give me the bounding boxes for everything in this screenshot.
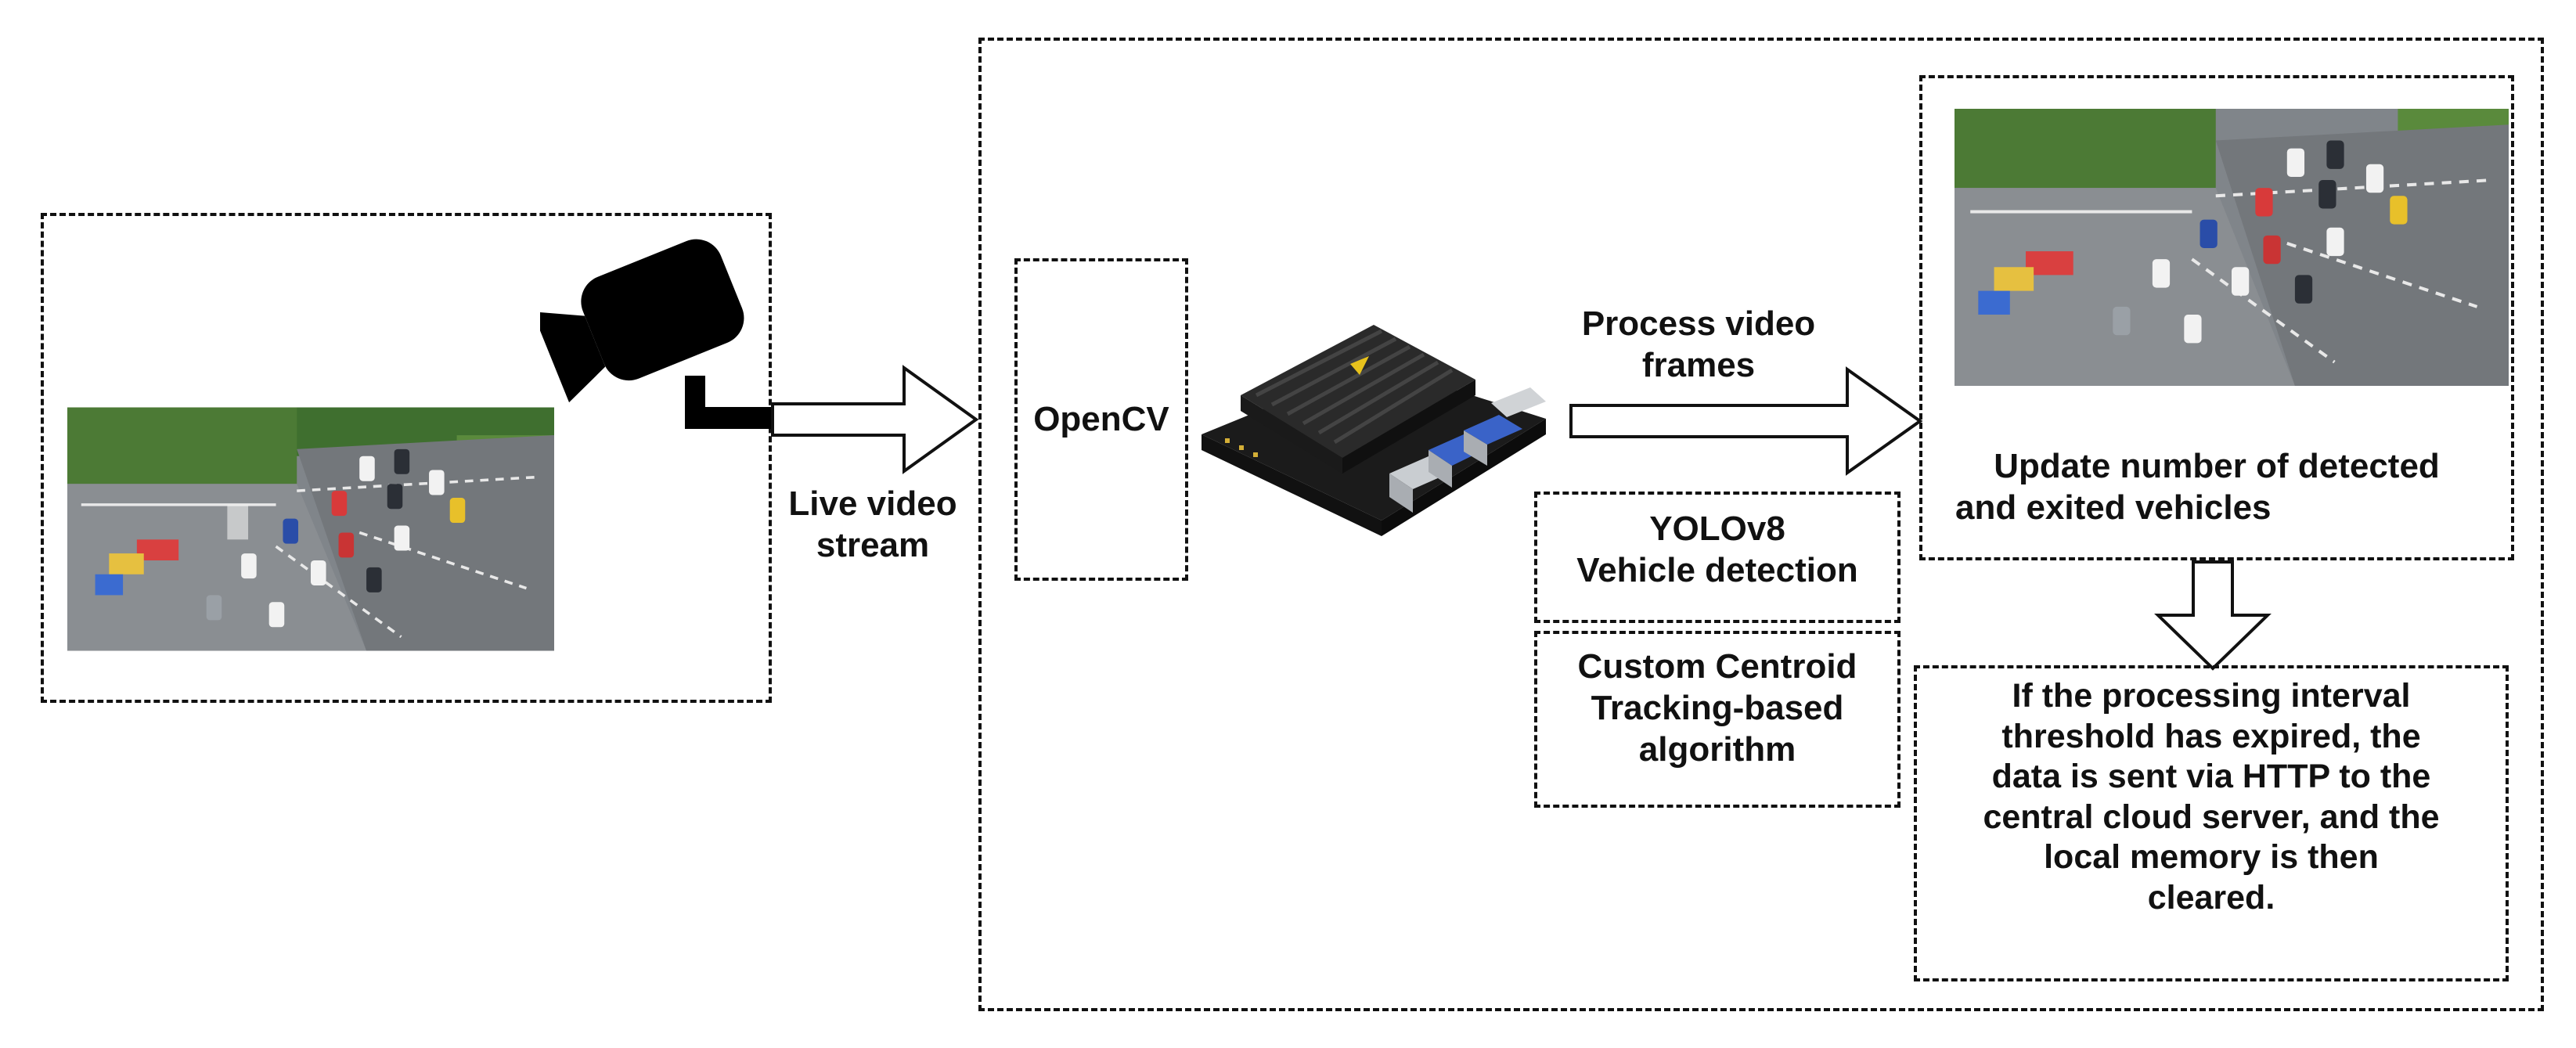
http-line6-text: cleared.: [2147, 878, 2275, 917]
yolov8-box: [1534, 492, 1900, 623]
custom-line3-text: algorithm: [1638, 729, 1796, 769]
custom-line1-text: Custom Centroid: [1577, 647, 1857, 686]
arrow-down: [2154, 560, 2272, 671]
update-count-label: Update number of detected and exited veh…: [1919, 446, 2514, 529]
traffic-intersection-image-right: [1955, 109, 2509, 386]
http-line3-text: data is sent via HTTP to the: [1991, 758, 2431, 796]
process-line2-text: frames: [1641, 345, 1756, 384]
live-video-text: Live video: [788, 484, 957, 523]
http-line4-text: central cloud server, and the: [1983, 798, 2440, 836]
live-video-stream-label: Live video stream: [763, 484, 982, 567]
update-line1-text: Update number of detected: [1994, 447, 2440, 485]
custom-line2-text: Tracking-based: [1591, 688, 1844, 727]
yolov8-label: YOLOv8 Vehicle detection: [1534, 509, 1900, 592]
yolo-line1-text: YOLOv8: [1649, 510, 1785, 548]
jetson-board-icon: [1202, 325, 1546, 536]
http-line2-text: threshold has expired, the: [2001, 717, 2421, 755]
edge-device-group: [978, 38, 2544, 1011]
http-line5-text: local memory is then: [2044, 838, 2379, 877]
update-line2-text: and exited vehicles: [1955, 488, 2272, 527]
camera-input-group: [41, 213, 772, 703]
stream-text: stream: [816, 525, 930, 564]
arrow-live-stream: [771, 365, 979, 474]
centroid-tracking-label: Custom Centroid Tracking-based algorithm: [1534, 646, 1900, 770]
centroid-tracking-box: [1534, 631, 1900, 808]
process-video-frames-label: Process video frames: [1534, 304, 1863, 387]
cloud-upload-box: [1914, 665, 2509, 981]
camera-icon: [540, 239, 771, 429]
vehicle-count-box: [1919, 75, 2514, 560]
process-line1-text: Process video: [1581, 304, 1816, 343]
opencv-box: [1014, 258, 1188, 581]
yolo-line2-text: Vehicle detection: [1576, 550, 1858, 589]
opencv-label: OpenCV: [1033, 400, 1169, 438]
arrow-process-frames: [1569, 366, 1923, 476]
cloud-upload-label: If the processing interval threshold has…: [1914, 676, 2509, 919]
traffic-intersection-image-left: [67, 407, 554, 651]
http-line1-text: If the processing interval: [2012, 677, 2411, 715]
